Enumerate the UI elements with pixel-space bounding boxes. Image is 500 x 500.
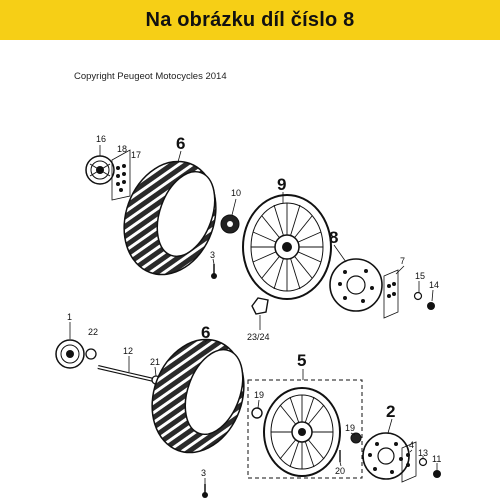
callout-22: 22: [88, 327, 98, 337]
callout-13: 13: [418, 448, 428, 458]
part-10-spacer: [220, 214, 240, 234]
callout-6-upper: 6: [176, 134, 185, 153]
callout-10: 10: [231, 188, 241, 198]
callout-9: 9: [277, 175, 286, 194]
callout-19-left: 19: [254, 390, 264, 400]
part-15-washer: [413, 291, 423, 301]
leader-lines: [69, 145, 438, 484]
part-3-valve-rear: [202, 484, 208, 498]
part-3-valve-front: [211, 264, 217, 279]
part-6-tyre-front: [123, 160, 217, 276]
callout-3-lower: 3: [201, 468, 206, 478]
callout-14: 14: [429, 280, 439, 290]
page-title: Na obrázku díl číslo 8: [145, 8, 355, 31]
copyright-text: Copyright Peugeot Motocycles 2014: [74, 71, 227, 82]
part-19-bearing-left: [251, 407, 263, 419]
callout-20: 20: [335, 466, 345, 476]
callout-5: 5: [297, 351, 306, 370]
callout-21: 21: [150, 357, 160, 367]
callout-1: 1: [67, 312, 72, 322]
part-4-bolts: [401, 441, 417, 483]
part-12-axle: [97, 365, 159, 383]
part-5-group-frame: [247, 379, 363, 479]
callout-23-24: 23/24: [247, 332, 270, 342]
part-11-nut: [433, 470, 441, 478]
part-22-washer: [85, 348, 97, 360]
part-7-bolts: [383, 269, 399, 319]
part-23-24-clip: [251, 297, 269, 315]
part-1-brake-disc: [55, 339, 85, 369]
part-9-rim-front: [242, 194, 332, 300]
title-banner: Na obrázku díl číslo 8: [0, 0, 500, 40]
part-16-brake-disc: [85, 155, 115, 185]
part-6-tyre-rear: [151, 338, 245, 454]
callout-16: 16: [96, 134, 106, 144]
callout-8: 8: [329, 228, 338, 247]
callout-15: 15: [415, 271, 425, 281]
part-17-18-bolts: [111, 149, 131, 201]
callout-19-right: 19: [345, 423, 355, 433]
callout-11: 11: [432, 454, 441, 464]
part-5-rim-rear: [263, 387, 341, 477]
part-8-brake-disc-front: [329, 258, 383, 312]
part-2-brake-disc-rear: [362, 432, 410, 480]
callout-4: 4: [409, 440, 414, 450]
part-14-nut: [427, 302, 435, 310]
callout-2: 2: [386, 402, 395, 421]
callout-17: 17: [131, 150, 141, 160]
callout-12: 12: [123, 346, 133, 356]
callout-7: 7: [400, 256, 405, 266]
part-13-washer: [418, 457, 428, 467]
callout-18: 18: [117, 144, 127, 154]
callout-6-lower: 6: [201, 323, 210, 342]
part-19-bearing-right: [350, 432, 362, 444]
callout-3-upper: 3: [210, 250, 215, 260]
